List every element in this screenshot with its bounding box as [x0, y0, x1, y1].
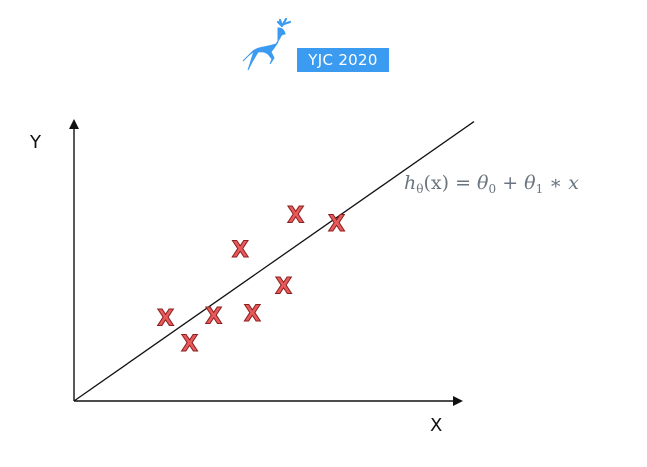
data-point-7: X: [287, 204, 304, 229]
formula-theta0: θ: [477, 172, 489, 194]
regression-line: [73, 121, 475, 402]
formula-equals: =: [455, 172, 471, 194]
data-point-3: X: [205, 304, 222, 329]
hypothesis-formula: hθ(x) = θ0 + θ1 ∗ x: [404, 172, 579, 196]
data-point-8: X: [328, 212, 345, 237]
formula-theta1: θ: [524, 172, 536, 194]
y-axis-label: Y: [30, 132, 41, 153]
formula-argument: (x): [423, 172, 450, 194]
x-axis-label: X: [430, 415, 443, 436]
deer-icon: [242, 17, 292, 71]
formula-theta1-subscript: 1: [535, 182, 544, 196]
data-point-6: X: [275, 274, 292, 299]
formula-theta0-subscript: 0: [488, 182, 497, 196]
data-point-1: X: [157, 306, 174, 331]
data-point-4: X: [232, 238, 249, 263]
logo: YJC 2020: [240, 14, 400, 76]
formula-times: ∗: [549, 172, 563, 194]
formula-h: h: [404, 172, 417, 194]
formula-x: x: [568, 172, 579, 194]
formula-h-subscript: θ: [416, 182, 424, 196]
formula-plus: +: [502, 172, 519, 194]
data-point-2: X: [181, 332, 198, 357]
data-point-5: X: [244, 302, 261, 327]
logo-badge: YJC 2020: [297, 48, 389, 72]
